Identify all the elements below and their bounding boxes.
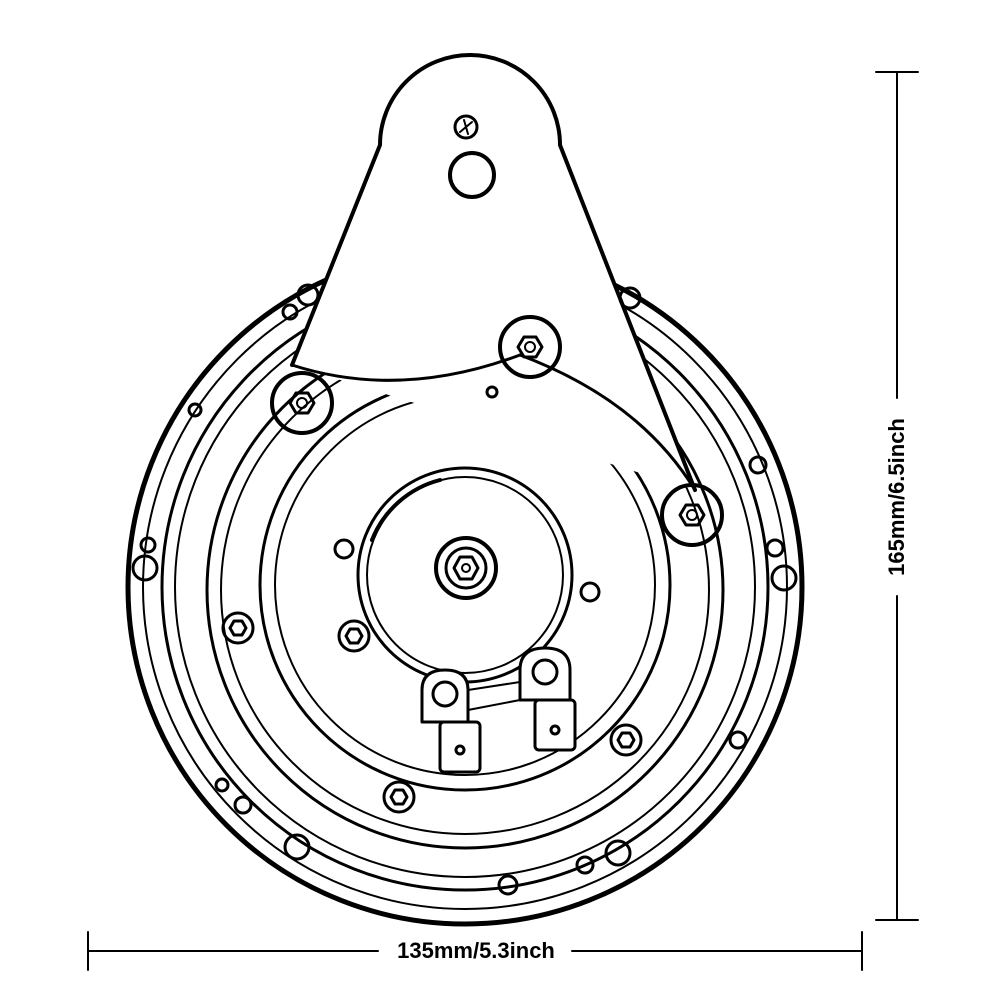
mounting-bracket [290, 53, 697, 492]
terminal-right [518, 646, 577, 752]
rim-rivets [131, 283, 798, 896]
bracket-nut-left [270, 371, 334, 435]
width-dimension-label: 135mm/5.3inch [391, 940, 561, 962]
width-dimension-line [87, 931, 863, 971]
inner-hex-nuts [221, 538, 643, 814]
height-dimension-label: 165mm/6.5inch [884, 412, 909, 582]
bracket-nut-top [498, 315, 562, 379]
center-adjustment-screw [434, 536, 498, 600]
terminal-strap [467, 681, 521, 711]
height-dimension-line [875, 71, 919, 921]
bracket-nut-right [660, 483, 724, 547]
terminal-left [420, 668, 482, 774]
